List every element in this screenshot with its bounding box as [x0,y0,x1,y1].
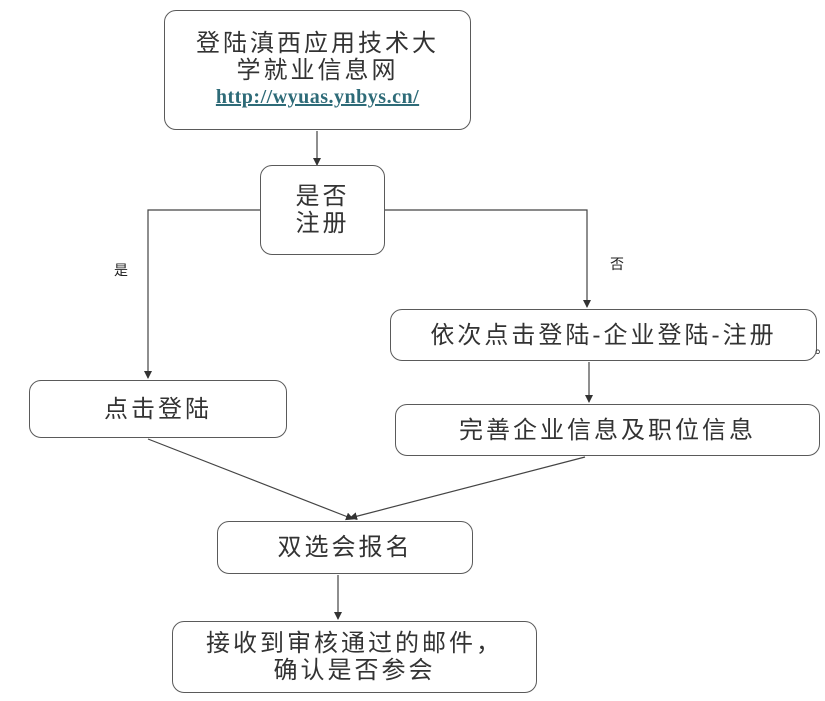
node-login-site-line-1: 登陆滇西应用技术大 [196,29,439,57]
arrow-no-to-register-steps [384,209,591,308]
node-email-line-1: 接收到审核通过的邮件， [206,629,503,657]
node-login-site: 登陆滇西应用技术大 学就业信息网 http://wyuas.ynbys.cn/ [164,10,471,130]
arrow-yes-to-click-login [144,209,261,379]
node-registered-line-1: 是否 [295,182,350,210]
node-register-steps: 依次点击登陆-企业登陆-注册 [390,309,817,361]
node-complete-info-text: 完善企业信息及职位信息 [459,415,756,444]
node-registered-line-2: 注册 [295,209,350,237]
site-url-link[interactable]: http://wyuas.ynbys.cn/ [215,86,420,108]
node-signup-text: 双选会报名 [277,533,413,561]
arrow-complete-to-signup [349,456,586,521]
arrow-click-login-to-signup [147,438,354,521]
node-click-login-text: 点击登陆 [104,394,212,423]
branch-label-yes: 是 [114,264,128,279]
node-email-line-2: 确认是否参会 [273,656,436,684]
branch-label-no: 否 [610,258,624,273]
stray-mark: 。 [815,338,825,358]
node-signup: 双选会报名 [217,521,473,574]
node-register-steps-text: 依次点击登陆-企业登陆-注册 [430,320,777,349]
node-click-login: 点击登陆 [29,380,287,438]
node-complete-info: 完善企业信息及职位信息 [395,404,820,456]
node-email-confirm: 接收到审核通过的邮件， 确认是否参会 [172,621,537,693]
node-login-site-line-2: 学就业信息网 [236,56,399,84]
node-registered-decision: 是否 注册 [260,165,385,255]
